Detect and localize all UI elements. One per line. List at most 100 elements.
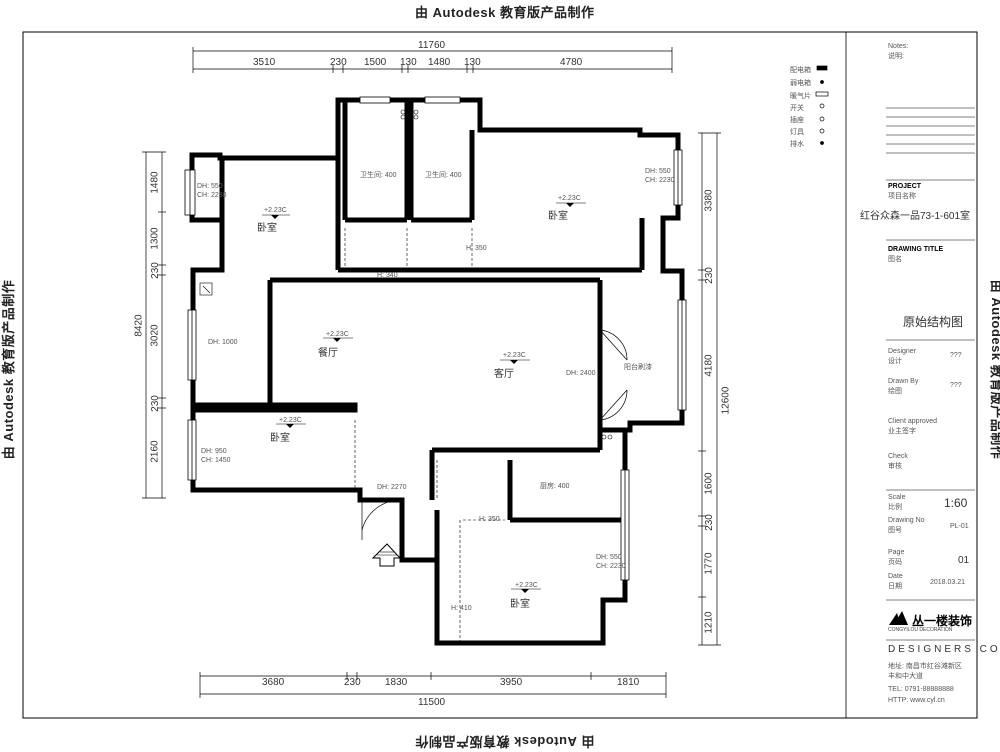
window-label: DH: 550 xyxy=(645,168,671,175)
date-heading: Date xyxy=(888,573,903,580)
tel-line: TEL: 0791-88888888 xyxy=(888,686,954,693)
window-label: CH: 2230 xyxy=(197,192,227,199)
dim-right-6: 1770 xyxy=(703,552,715,575)
page-value: 01 xyxy=(958,555,970,566)
corridor-label: H: 350 xyxy=(466,245,487,252)
walls xyxy=(189,97,685,646)
dimension-lines xyxy=(142,47,721,698)
designers-co: DESIGNERS CO. xyxy=(888,644,1000,655)
dim-right-total: 12600 xyxy=(720,386,732,415)
drawing-title-heading: DRAWING TITLE xyxy=(888,246,944,253)
dim-top-7: 4780 xyxy=(560,57,583,68)
drawing-no-value: PL-01 xyxy=(950,523,969,530)
fixtures xyxy=(199,109,613,440)
dim-bottom-5: 1810 xyxy=(617,677,640,688)
watermark-top: 由 Autodesk 教育版产品制作 xyxy=(415,5,595,20)
room-elev: +2.23C xyxy=(279,417,302,424)
page-sub: 页码 xyxy=(888,559,902,566)
notes-heading: Notes: xyxy=(888,43,909,50)
dim-bottom-2: 230 xyxy=(344,677,361,688)
date-value: 2018.03.21 xyxy=(930,579,966,586)
dim-left-1: 1480 xyxy=(149,171,161,194)
page-heading: Page xyxy=(888,549,905,556)
room-label: H: 350 xyxy=(479,516,500,523)
room-elev: +2.23C xyxy=(264,207,287,214)
dim-top-3: 1500 xyxy=(364,57,387,68)
dim-left-5: 230 xyxy=(149,395,161,412)
company-en: CONGYILOU DECORATION xyxy=(888,627,953,633)
dim-top-4: 130 xyxy=(400,57,417,68)
sheet-frame xyxy=(22,31,978,719)
designer-value: ??? xyxy=(950,352,962,359)
window-label: DH: 550 xyxy=(197,183,223,190)
check-heading: Check xyxy=(888,453,908,460)
room-label: 卧室 xyxy=(257,223,277,234)
drawn-value: ??? xyxy=(950,382,962,389)
dim-bottom-4: 3950 xyxy=(500,677,523,688)
room-label: 卧室 xyxy=(510,599,530,610)
room-label: 餐厅 xyxy=(318,348,338,359)
check-sub: 审核 xyxy=(888,463,902,470)
legend-item: 暖气片 xyxy=(790,93,811,100)
address-line: 丰和中大道 xyxy=(888,673,923,680)
window-label: CH: 2230 xyxy=(645,177,675,184)
legend-item: 弱电箱 xyxy=(790,80,811,87)
windows xyxy=(184,96,687,581)
legend-item: 开关 xyxy=(790,105,804,112)
room-label: 阳台刷漆 xyxy=(624,364,652,371)
dim-top-2: 230 xyxy=(330,57,347,68)
window-label: DH: 550 xyxy=(596,554,622,561)
room-label: 客厅 xyxy=(494,369,514,380)
window-label: DH: 1000 xyxy=(208,339,238,346)
project-sub: 项目名称 xyxy=(888,193,916,200)
door-label: DH: 2270 xyxy=(377,484,407,491)
dim-top-1: 3510 xyxy=(253,57,276,68)
door-label: DH: 2400 xyxy=(566,370,596,377)
elevation-markers xyxy=(262,202,586,593)
dim-left-3: 230 xyxy=(149,262,161,279)
address-line: 地址: 南昌市红谷滩新区 xyxy=(888,663,962,670)
room-elev: +2.23C xyxy=(503,352,526,359)
dim-right-5: 230 xyxy=(703,514,715,531)
title-block-lines xyxy=(886,107,975,641)
approved-heading: Client approved xyxy=(888,418,938,425)
drawing-title: 原始结构图 xyxy=(903,315,964,329)
designer-sub: 设计 xyxy=(888,358,902,365)
room-elev: +2.23C xyxy=(326,331,349,338)
scale-value: 1:60 xyxy=(944,496,968,510)
project-name: 红谷众森一品73-1-601室 xyxy=(860,211,971,222)
room-label: 卫生间: 400 xyxy=(425,172,462,179)
dim-top-6: 130 xyxy=(464,57,481,68)
date-sub: 日期 xyxy=(888,583,902,590)
room-elev: +2.23C xyxy=(515,582,538,589)
dim-right-2: 230 xyxy=(703,267,715,284)
drawn-sub: 绘图 xyxy=(888,388,902,395)
dim-left-6: 2160 xyxy=(149,440,161,463)
project-heading: PROJECT xyxy=(888,183,922,190)
dim-left-2: 1300 xyxy=(149,227,161,250)
dim-top-total: 11760 xyxy=(418,40,446,51)
dim-left-total: 8420 xyxy=(133,314,145,337)
dim-bottom-total: 11500 xyxy=(418,697,446,708)
openings xyxy=(269,228,505,643)
http-line: HTTP: www.cyl.cn xyxy=(888,697,945,704)
notes-sub: 说明: xyxy=(888,53,904,60)
dim-top-5: 1480 xyxy=(428,57,451,68)
dim-right-1: 3380 xyxy=(703,189,715,212)
legend-item: 插座 xyxy=(790,117,804,124)
dim-right-3: 4180 xyxy=(703,354,715,377)
room-label: H: 410 xyxy=(451,605,472,612)
dim-left-4: 3020 xyxy=(149,324,161,347)
room-label: 厨房: 400 xyxy=(540,483,570,490)
scale-sub: 比例 xyxy=(888,504,902,511)
approved-sub: 业主签字 xyxy=(888,428,916,435)
legend-symbols xyxy=(815,65,829,145)
legend-item: 排水 xyxy=(790,141,804,148)
corridor-label: H: 340 xyxy=(377,272,398,279)
legend-item: 灯具 xyxy=(790,129,804,136)
dim-bottom-1: 3680 xyxy=(262,677,285,688)
dim-right-4: 1600 xyxy=(703,472,715,495)
room-label: 卧室 xyxy=(548,211,568,222)
entry-door xyxy=(361,499,401,540)
drawing-no-sub: 图号 xyxy=(888,527,902,534)
